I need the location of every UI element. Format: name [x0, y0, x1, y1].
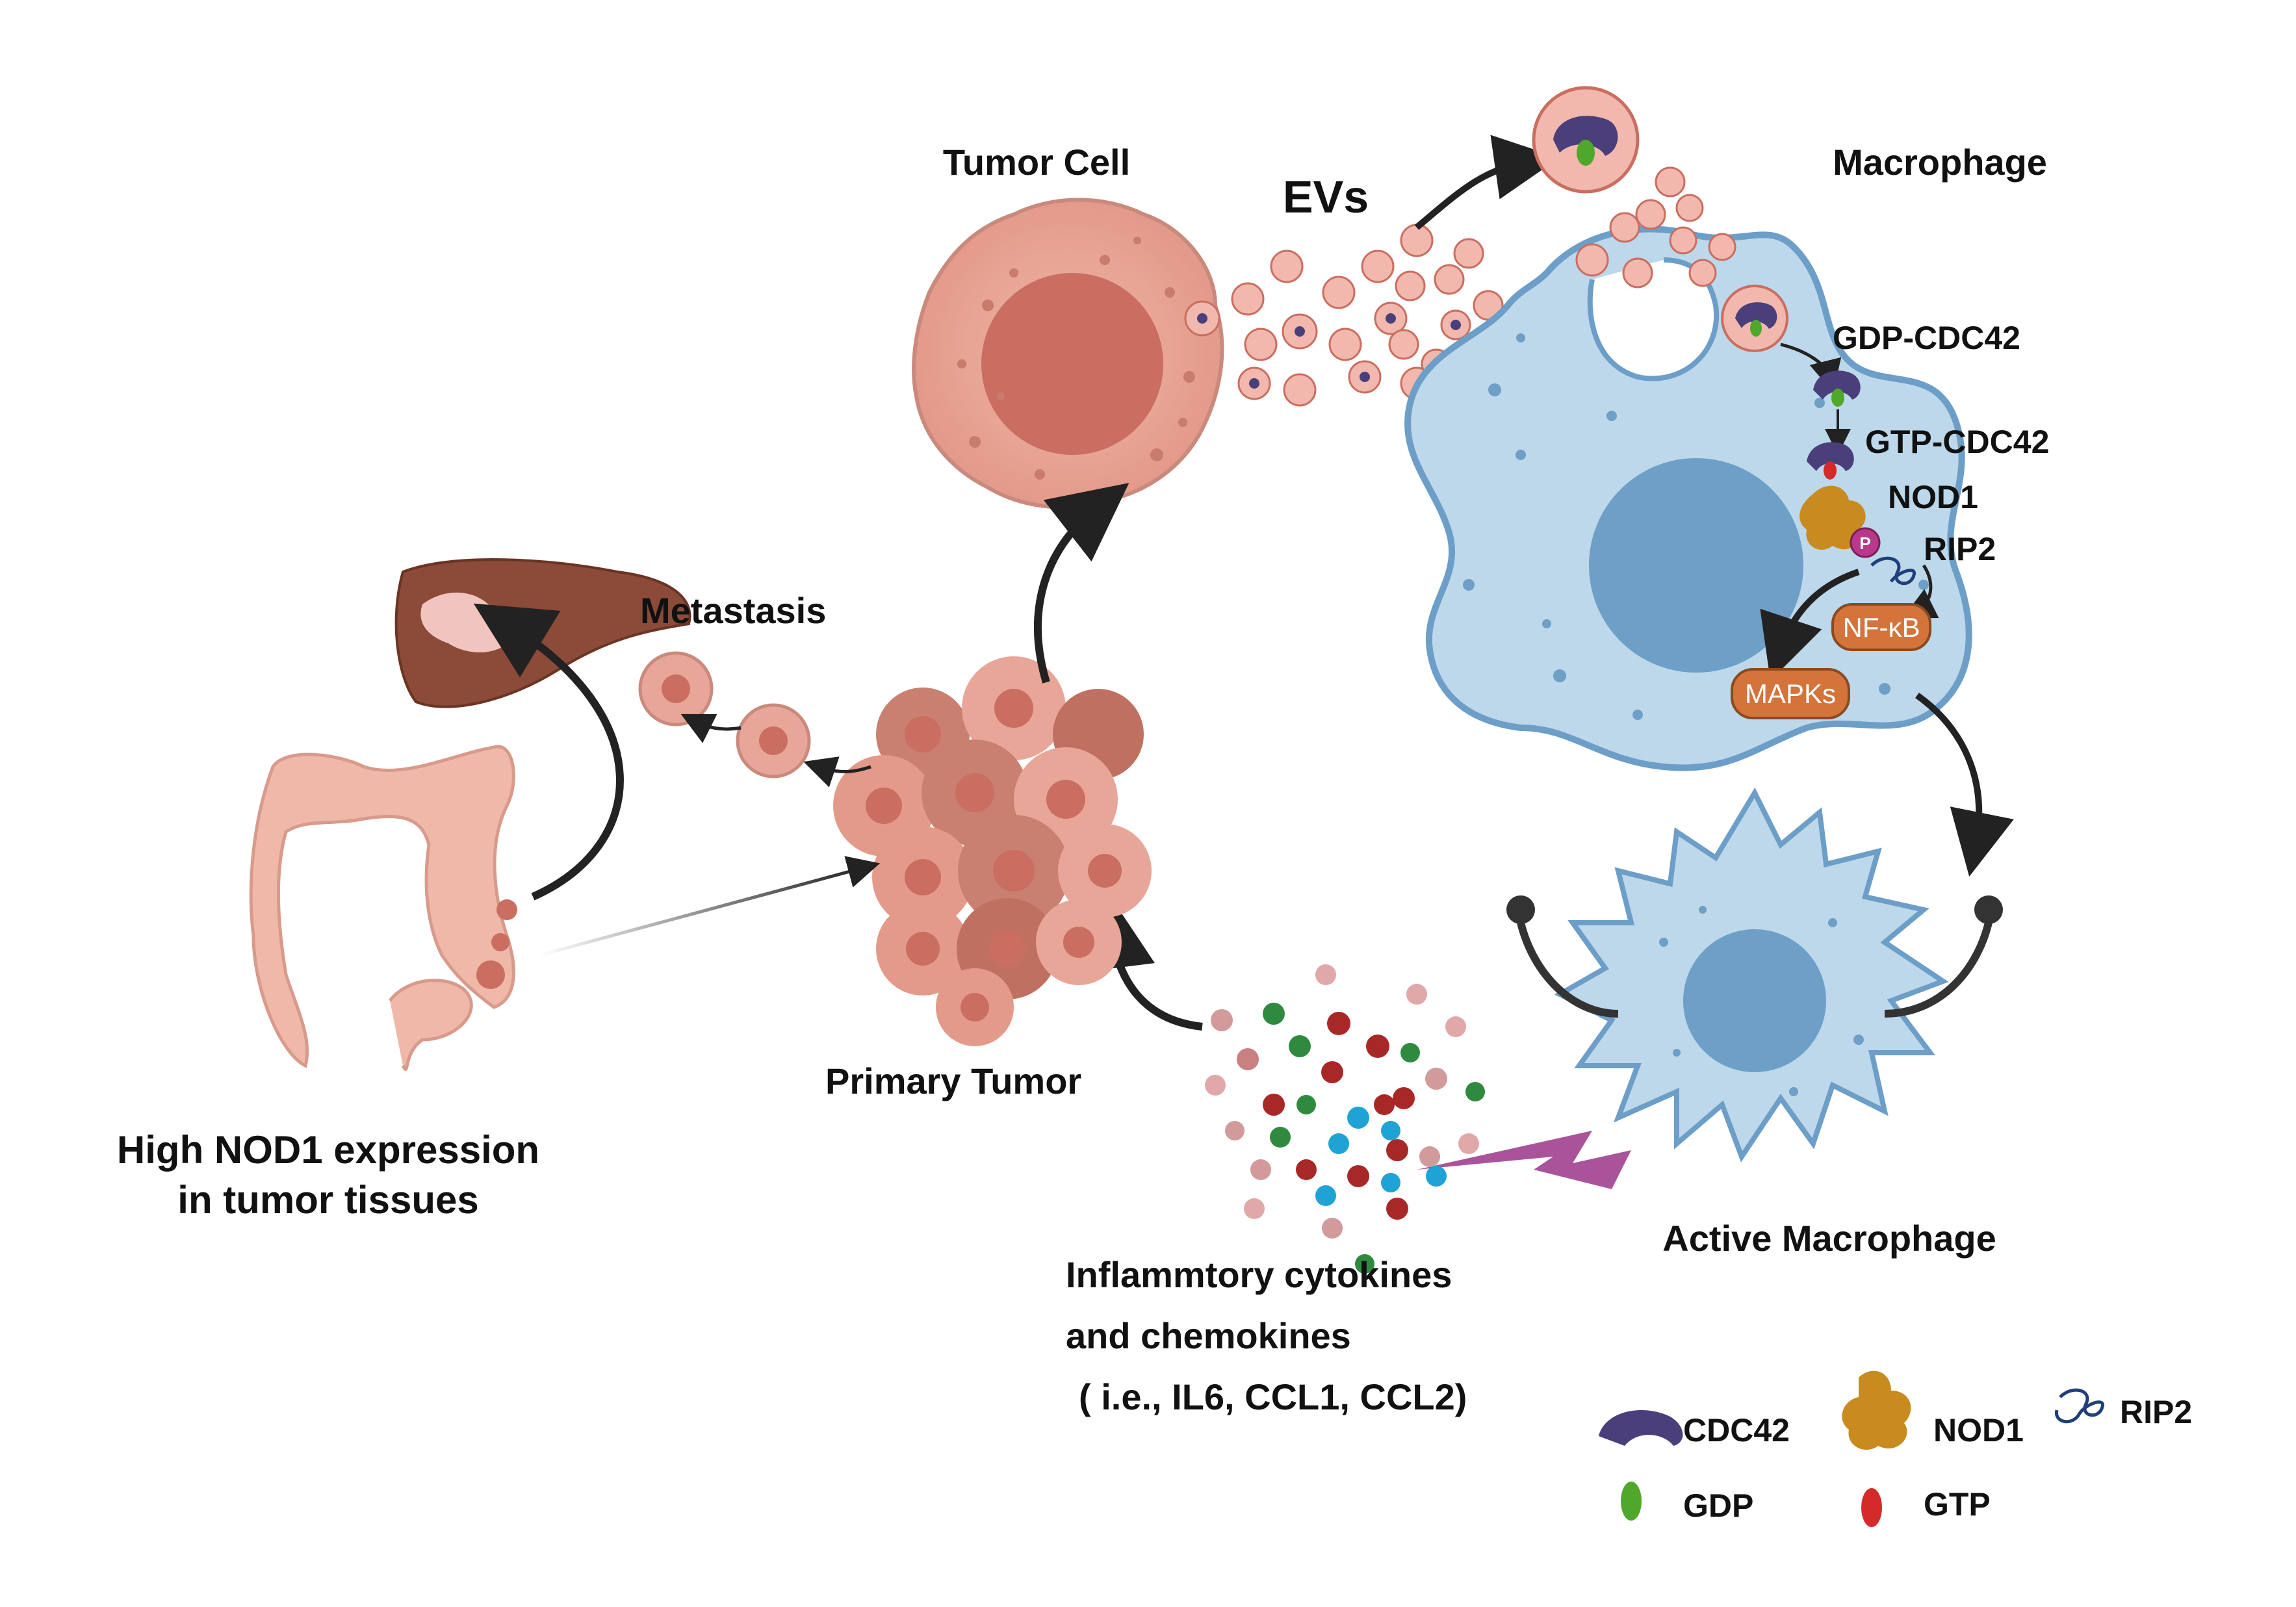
legend-gtp-label: GTP	[1924, 1486, 1991, 1523]
colon-tumor-3	[476, 960, 505, 989]
nod1-icon	[1842, 1370, 1911, 1450]
rip2-label: RIP2	[1924, 531, 1996, 567]
mapks-label: MAPKs	[1744, 678, 1837, 709]
active-macrophage-granules	[1659, 906, 1864, 1096]
tumor-cell-granules	[957, 237, 1195, 480]
cytokines-label-line3: ( i.e., IL6, CCL1, CCL2)	[1079, 1376, 1467, 1417]
ev-cargo	[1197, 313, 1461, 389]
colon-to-tumor-arrow	[539, 856, 881, 957]
metastasis-label: Metastasis	[640, 590, 827, 631]
metastasis-step-arrow	[680, 714, 742, 743]
nod1-label: NOD1	[1888, 479, 1978, 515]
rip2-icon	[2055, 1388, 2104, 1424]
colon-to-liver-arrow	[473, 603, 624, 901]
gdp-cargo	[1577, 140, 1595, 166]
nod1-protein	[1799, 485, 1866, 550]
colon-tumor-1	[497, 899, 517, 920]
internalized-ev	[1721, 285, 1788, 352]
ev-uptake-arrow	[1414, 135, 1560, 230]
legend-gdp-label: GDP	[1683, 1487, 1754, 1524]
nfkb-label: NF-κB	[1842, 612, 1920, 643]
cdc42-cargo	[1553, 116, 1618, 156]
legend-nod1-label: NOD1	[1933, 1412, 2024, 1448]
primary-tumor-label: Primary Tumor	[825, 1061, 1082, 1101]
active-macrophage-nucleus	[1683, 929, 1826, 1072]
tumor-cell	[912, 198, 1224, 509]
active-macrophage-label: Active Macrophage	[1662, 1218, 1996, 1259]
cytokines-label-line2: and chemokines	[1066, 1315, 1351, 1356]
mapks-box	[1731, 668, 1850, 719]
gtp-cdc42-complex	[1807, 442, 1854, 480]
macrophage-nucleus	[1589, 458, 1803, 673]
rip2-to-mapks-arrow	[1760, 569, 1860, 681]
high-nod1-label-line2: in tumor tissues	[177, 1178, 479, 1222]
tumor-cell-label: Tumor Cell	[942, 142, 1131, 183]
colon-tumor-2	[491, 933, 510, 951]
nfkb-box	[1831, 603, 1931, 651]
cytokine-cluster	[1205, 964, 1485, 1274]
macrophage-granules	[1463, 333, 1929, 720]
legend-icons	[1599, 1370, 2104, 1527]
cdc42-icon	[1599, 1410, 1683, 1446]
cytokines-label-line1: Inflammtory cytokines	[1066, 1254, 1452, 1295]
gtp-cdc42-label: GTP-CDC42	[1865, 424, 2050, 460]
gdp-icon	[1621, 1482, 1642, 1521]
gtp-icon	[1861, 1488, 1882, 1527]
high-nod1-label-line1: High NOD1 expression	[116, 1128, 540, 1172]
evs-label: EVs	[1282, 172, 1369, 222]
tumor-to-cell-arrow	[1034, 483, 1129, 684]
gdp-cdc42-complex	[1813, 370, 1861, 407]
single-ev	[1532, 86, 1640, 194]
macrophage-ev-cluster	[1575, 166, 1736, 289]
lightning-bolt	[1417, 1131, 1631, 1189]
legend-rip2-label: RIP2	[2120, 1394, 2193, 1430]
gdp-cdc42-label: GDP-CDC42	[1833, 320, 2020, 356]
active-macrophage	[1506, 787, 2003, 1163]
macrophage-label: Macrophage	[1833, 142, 2047, 183]
primary-tumor	[833, 656, 1152, 1046]
phospho-label: P	[1859, 534, 1870, 553]
tumor-cell-nucleus	[981, 273, 1163, 455]
cytokine-to-tumor-arrow	[1077, 890, 1203, 1031]
phospho-rip2: P	[1850, 527, 1916, 585]
legend-cdc42-label: CDC42	[1683, 1412, 1790, 1448]
tumor-to-metastasis-arrow	[803, 756, 871, 788]
metastasis-cells	[638, 651, 811, 778]
activation-arrow	[1915, 692, 2014, 877]
colon	[249, 745, 517, 1071]
